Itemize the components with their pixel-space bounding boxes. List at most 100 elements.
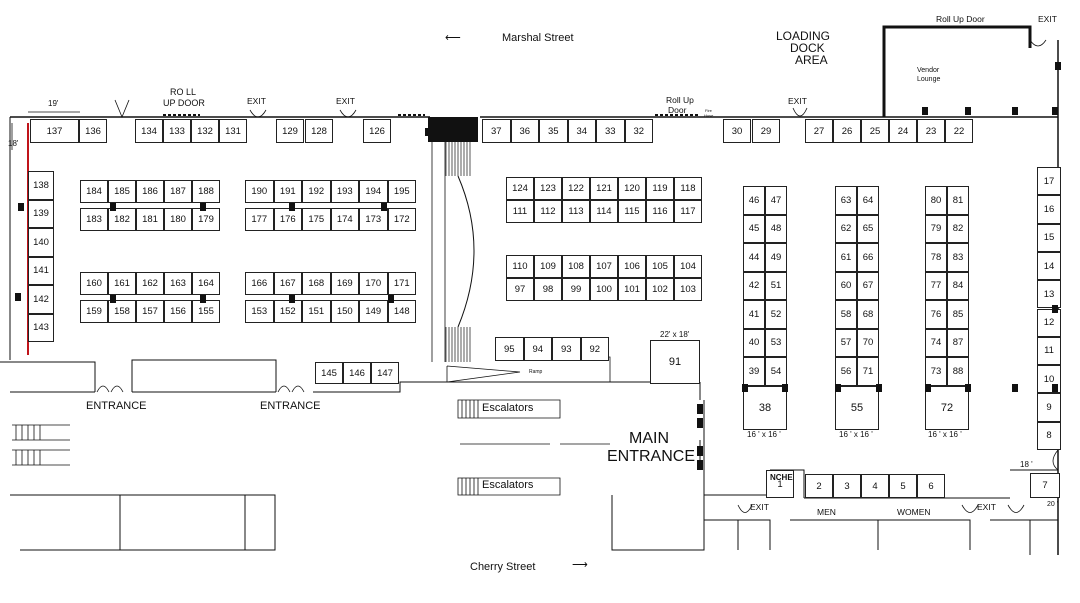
booth-6[interactable]: 6 <box>917 474 945 498</box>
booth-103[interactable]: 103 <box>674 278 702 301</box>
booth-164[interactable]: 164 <box>192 272 220 295</box>
booth-80[interactable]: 80 <box>925 186 947 215</box>
booth-8[interactable]: 8 <box>1037 421 1061 450</box>
booth-193[interactable]: 193 <box>330 180 359 203</box>
booth-1[interactable]: 1 <box>766 470 794 498</box>
booth-186[interactable]: 186 <box>136 180 164 203</box>
booth-9[interactable]: 9 <box>1037 393 1061 422</box>
booth-109[interactable]: 109 <box>534 255 562 278</box>
booth-13[interactable]: 13 <box>1037 280 1061 309</box>
booth-176[interactable]: 176 <box>273 208 302 231</box>
booth-11[interactable]: 11 <box>1037 336 1061 366</box>
booth-121[interactable]: 121 <box>590 177 618 200</box>
booth-161[interactable]: 161 <box>108 272 136 295</box>
booth-106[interactable]: 106 <box>618 255 646 278</box>
booth-117[interactable]: 117 <box>674 200 702 223</box>
booth-119[interactable]: 119 <box>646 177 674 200</box>
booth-171[interactable]: 171 <box>387 272 416 295</box>
booth-47[interactable]: 47 <box>765 186 787 215</box>
booth-112[interactable]: 112 <box>534 200 562 223</box>
booth-53[interactable]: 53 <box>765 328 787 357</box>
booth-45[interactable]: 45 <box>743 214 765 243</box>
booth-102[interactable]: 102 <box>646 278 674 301</box>
booth-163[interactable]: 163 <box>164 272 192 295</box>
booth-100[interactable]: 100 <box>590 278 618 301</box>
booth-76[interactable]: 76 <box>925 300 947 329</box>
booth-113[interactable]: 113 <box>562 200 590 223</box>
booth-16[interactable]: 16 <box>1037 195 1061 224</box>
booth-150[interactable]: 150 <box>330 300 359 323</box>
booth-141[interactable]: 141 <box>28 256 54 285</box>
booth-183[interactable]: 183 <box>80 208 108 231</box>
booth-136[interactable]: 136 <box>79 119 107 143</box>
booth-147[interactable]: 147 <box>371 362 399 384</box>
booth-143[interactable]: 143 <box>28 313 54 342</box>
booth-145[interactable]: 145 <box>315 362 343 384</box>
booth-26[interactable]: 26 <box>833 119 861 143</box>
booth-46[interactable]: 46 <box>743 186 765 215</box>
booth-116[interactable]: 116 <box>646 200 674 223</box>
booth-120[interactable]: 120 <box>618 177 646 200</box>
booth-169[interactable]: 169 <box>330 272 359 295</box>
booth-114[interactable]: 114 <box>590 200 618 223</box>
booth-118[interactable]: 118 <box>674 177 702 200</box>
booth-42[interactable]: 42 <box>743 271 765 300</box>
booth-41[interactable]: 41 <box>743 300 765 329</box>
booth-3[interactable]: 3 <box>833 474 861 498</box>
booth-110[interactable]: 110 <box>506 255 534 278</box>
booth-115[interactable]: 115 <box>618 200 646 223</box>
booth-182[interactable]: 182 <box>108 208 136 231</box>
booth-126[interactable]: 126 <box>363 119 391 143</box>
booth-131[interactable]: 131 <box>219 119 247 143</box>
booth-66[interactable]: 66 <box>857 243 879 272</box>
booth-159[interactable]: 159 <box>80 300 108 323</box>
booth-74[interactable]: 74 <box>925 328 947 357</box>
booth-37[interactable]: 37 <box>482 119 511 143</box>
booth-14[interactable]: 14 <box>1037 251 1061 281</box>
booth-195[interactable]: 195 <box>387 180 416 203</box>
booth-85[interactable]: 85 <box>947 300 969 329</box>
booth-39[interactable]: 39 <box>743 357 765 386</box>
booth-82[interactable]: 82 <box>947 214 969 243</box>
booth-167[interactable]: 167 <box>273 272 302 295</box>
booth-156[interactable]: 156 <box>164 300 192 323</box>
booth-72[interactable]: 72 <box>925 386 969 430</box>
booth-158[interactable]: 158 <box>108 300 136 323</box>
booth-181[interactable]: 181 <box>136 208 164 231</box>
booth-56[interactable]: 56 <box>835 357 857 386</box>
booth-108[interactable]: 108 <box>562 255 590 278</box>
booth-185[interactable]: 185 <box>108 180 136 203</box>
booth-65[interactable]: 65 <box>857 214 879 243</box>
booth-52[interactable]: 52 <box>765 300 787 329</box>
booth-35[interactable]: 35 <box>539 119 568 143</box>
booth-51[interactable]: 51 <box>765 271 787 300</box>
booth-168[interactable]: 168 <box>302 272 331 295</box>
booth-175[interactable]: 175 <box>302 208 331 231</box>
booth-142[interactable]: 142 <box>28 285 54 314</box>
booth-132[interactable]: 132 <box>191 119 219 143</box>
booth-152[interactable]: 152 <box>273 300 302 323</box>
booth-71[interactable]: 71 <box>857 357 879 386</box>
booth-104[interactable]: 104 <box>674 255 702 278</box>
booth-61[interactable]: 61 <box>835 243 857 272</box>
booth-79[interactable]: 79 <box>925 214 947 243</box>
booth-188[interactable]: 188 <box>192 180 220 203</box>
booth-172[interactable]: 172 <box>387 208 416 231</box>
booth-64[interactable]: 64 <box>857 186 879 215</box>
booth-24[interactable]: 24 <box>889 119 917 143</box>
booth-149[interactable]: 149 <box>359 300 388 323</box>
booth-49[interactable]: 49 <box>765 243 787 272</box>
booth-99[interactable]: 99 <box>562 278 590 301</box>
booth-122[interactable]: 122 <box>562 177 590 200</box>
booth-101[interactable]: 101 <box>618 278 646 301</box>
booth-63[interactable]: 63 <box>835 186 857 215</box>
booth-38[interactable]: 38 <box>743 386 787 430</box>
booth-34[interactable]: 34 <box>567 119 596 143</box>
booth-148[interactable]: 148 <box>387 300 416 323</box>
booth-133[interactable]: 133 <box>163 119 191 143</box>
booth-30[interactable]: 30 <box>723 119 751 143</box>
booth-84[interactable]: 84 <box>947 271 969 300</box>
booth-173[interactable]: 173 <box>359 208 388 231</box>
booth-139[interactable]: 139 <box>28 199 54 228</box>
booth-129[interactable]: 129 <box>276 119 304 143</box>
